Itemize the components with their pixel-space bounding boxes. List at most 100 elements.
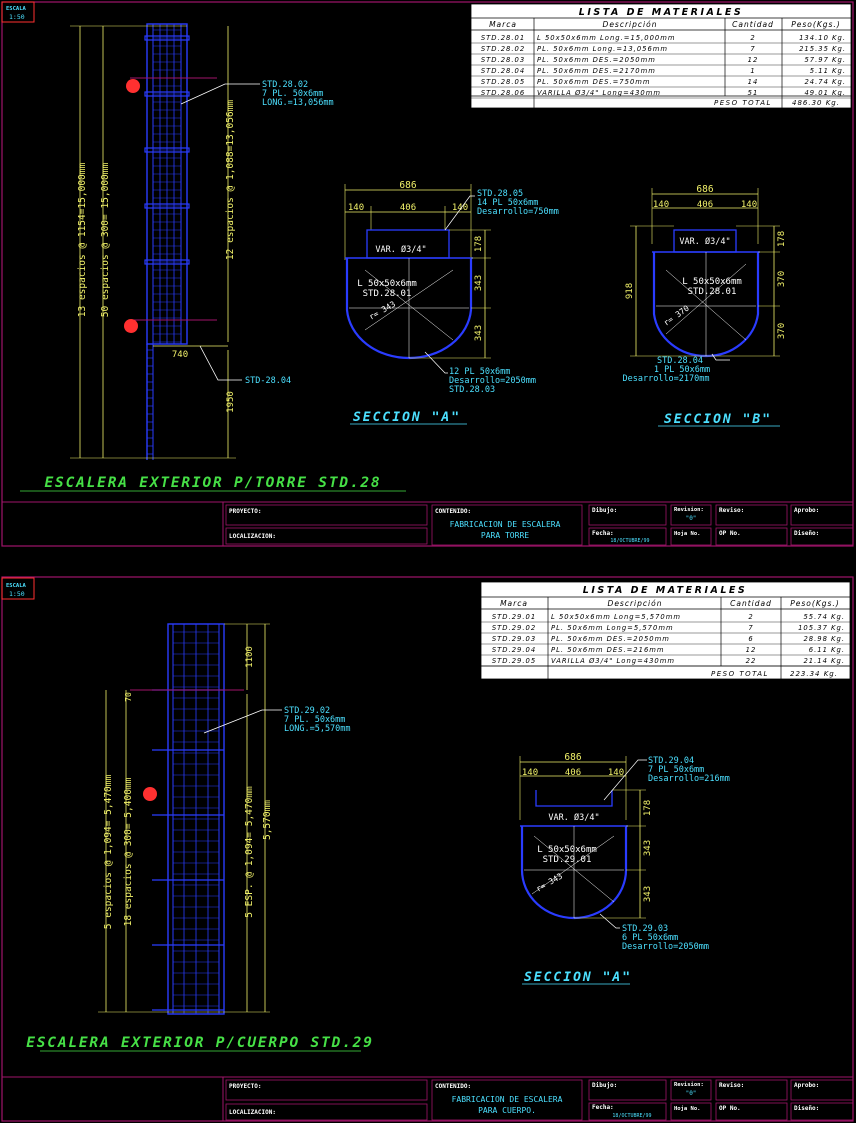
callout-line: LONG.=5,570mm	[284, 724, 351, 734]
table-cell: 105.37 Kg.	[798, 624, 845, 632]
section-a-1: 686 140 406 140 VAR. Ø3/4" L 50x50x6mm S…	[344, 180, 559, 425]
table-cell: STD.29.03	[492, 635, 536, 643]
dim-rung-spaces: 50 espacios @ 300= 15,000mm	[100, 163, 111, 318]
callout-line: 1 PL 50x6mm	[654, 365, 710, 375]
dim-right: 343	[643, 886, 653, 902]
table-header: Marca	[500, 599, 528, 608]
dim-top: 1100	[245, 646, 255, 668]
elevation-ladder-1: 13 espacios @ 1154=15,000mm 50 espacios …	[70, 23, 334, 460]
dim-sub: 140	[452, 203, 468, 213]
var-label: VAR. Ø3/4"	[679, 236, 730, 247]
scale-value: 1:50	[9, 13, 25, 21]
tb-dibujo: Dibujo:	[592, 1082, 617, 1089]
dim-width: 686	[399, 180, 416, 191]
dim-rung-spaces: 18 espacios @ 300= 5,400mm	[123, 777, 134, 926]
tb-dibujo: Dibujo:	[592, 507, 617, 514]
materials-total-label: PESO TOTAL	[714, 99, 772, 107]
dim-right: 370	[777, 271, 787, 287]
table-header: Cantidad	[730, 599, 772, 608]
table-cell: PL. 50x6mm DES.=2050mm	[537, 56, 656, 64]
table-header: Descripción	[608, 599, 663, 608]
table-cell: STD.28.01	[481, 34, 525, 42]
dim-small: 70	[124, 692, 133, 702]
inner-label: STD.28.01	[363, 289, 412, 299]
materials-total-value: 223.34 Kg.	[790, 670, 838, 678]
dim-sub: 140	[741, 200, 757, 210]
callout-line: 7 PL. 50x6mm	[284, 715, 345, 725]
callout-line: STD.28.02	[262, 80, 308, 90]
tb-revision: Revision:	[674, 1082, 704, 1088]
tb-contenido: CONTENIDO:	[435, 1083, 471, 1090]
table-cell: PL. 50x6mm Long=5,570mm	[551, 624, 674, 632]
dim-right: 178	[474, 236, 484, 252]
table-header: Descripción	[603, 20, 658, 29]
dim-right: 343	[474, 325, 484, 341]
title-block-1: PROYECTO: LOCALIZACION: CONTENIDO: FABRI…	[1, 501, 854, 547]
table-cell: 215.35 Kg.	[799, 45, 846, 53]
dim-cage-spaces: 5 ESP. @ 1,094= 5,470mm	[244, 786, 255, 918]
dim-bottom: 1950	[226, 391, 236, 413]
table-cell: PL. 50x6mm DES.=2050mm	[551, 635, 670, 643]
radius-label: r= 343	[535, 871, 565, 893]
tb-contenido: CONTENIDO:	[435, 508, 471, 515]
dim-width: 686	[564, 752, 581, 763]
table-header: Marca	[489, 20, 517, 29]
tb-contenido-value: PARA TORRE	[481, 531, 529, 540]
tb-fecha: Fecha:	[592, 1104, 614, 1111]
dim-total-spaces: 13 espacios @ 1154=15,000mm	[77, 163, 88, 318]
table-cell: STD.28.02	[481, 45, 525, 53]
callout-line: Desarrollo=2170mm	[623, 374, 710, 384]
var-label: VAR. Ø3/4"	[375, 244, 426, 255]
sheet-2-scale-box: ESCALA 1:50	[1, 577, 35, 600]
drawing-title: ESCALERA EXTERIOR P/CUERPO STD.29	[26, 1035, 373, 1051]
dim-sub: 406	[400, 203, 416, 213]
table-cell: 2	[750, 34, 755, 42]
table-cell: 5.11 Kg.	[810, 67, 846, 75]
section-b-1: 686 140 406 140 VAR. Ø3/4" L 50x50x6mm S…	[623, 184, 788, 427]
table-cell: STD.29.04	[492, 646, 536, 654]
tb-aprobo: Aprobo:	[794, 1082, 819, 1089]
elevation-ladder-2: 5 espacios @ 1,094= 5,470mm 18 espacios …	[98, 623, 351, 1015]
dim-right: 343	[474, 275, 484, 291]
table-cell: 28.98 Kg.	[803, 635, 845, 643]
dim-left: 918	[625, 283, 635, 299]
cage-hoop	[144, 147, 190, 153]
detail-balloon-icon	[143, 787, 157, 801]
table-cell: PL. 50x6mm DES.=750mm	[537, 78, 651, 86]
sheet-1-scale-box: ESCALA 1:50	[1, 1, 35, 23]
dim-sub: 140	[653, 200, 669, 210]
tb-diseno: Diseño:	[794, 1105, 819, 1112]
table-cell: PL. 50x6mm DES.=2170mm	[537, 67, 656, 75]
callout-line: STD.29.03	[622, 924, 668, 934]
table-cell: 51	[748, 89, 759, 97]
scale-label: ESCALA	[6, 583, 27, 589]
dim-cage-spaces: 12 espacios @ 1,088=13,056mm	[225, 100, 236, 260]
tb-contenido-value: FABRICACION DE ESCALERA	[450, 520, 561, 529]
tb-fecha: Fecha:	[592, 530, 614, 537]
dim-sub: 140	[522, 768, 538, 778]
table-cell: STD.28.04	[481, 67, 525, 75]
table-cell: VARILLA Ø3/4" Long=430mm	[537, 89, 661, 97]
callout-line: STD.28.04	[657, 356, 703, 366]
callout-line: STD.29.04	[648, 756, 694, 766]
materials-title: LISTA DE MATERIALES	[579, 7, 743, 18]
var-label: VAR. Ø3/4"	[548, 812, 599, 823]
tb-diseno: Diseño:	[794, 530, 819, 537]
table-header: Peso(Kgs.)	[790, 599, 839, 608]
tb-fecha-value: 18/OCTUBRE/99	[612, 1113, 651, 1119]
table-cell: 24.74 Kg.	[804, 78, 846, 86]
table-cell: STD.28.06	[481, 89, 525, 97]
callout-line: STD-28.04	[245, 376, 291, 386]
dim-sub: 406	[697, 200, 713, 210]
section-label: SECCION "A"	[353, 410, 461, 425]
table-cell: 49.01 Kg.	[804, 89, 846, 97]
inner-label: L 50x50x6mm	[682, 277, 742, 287]
tb-revision-value: "0"	[686, 1090, 697, 1097]
